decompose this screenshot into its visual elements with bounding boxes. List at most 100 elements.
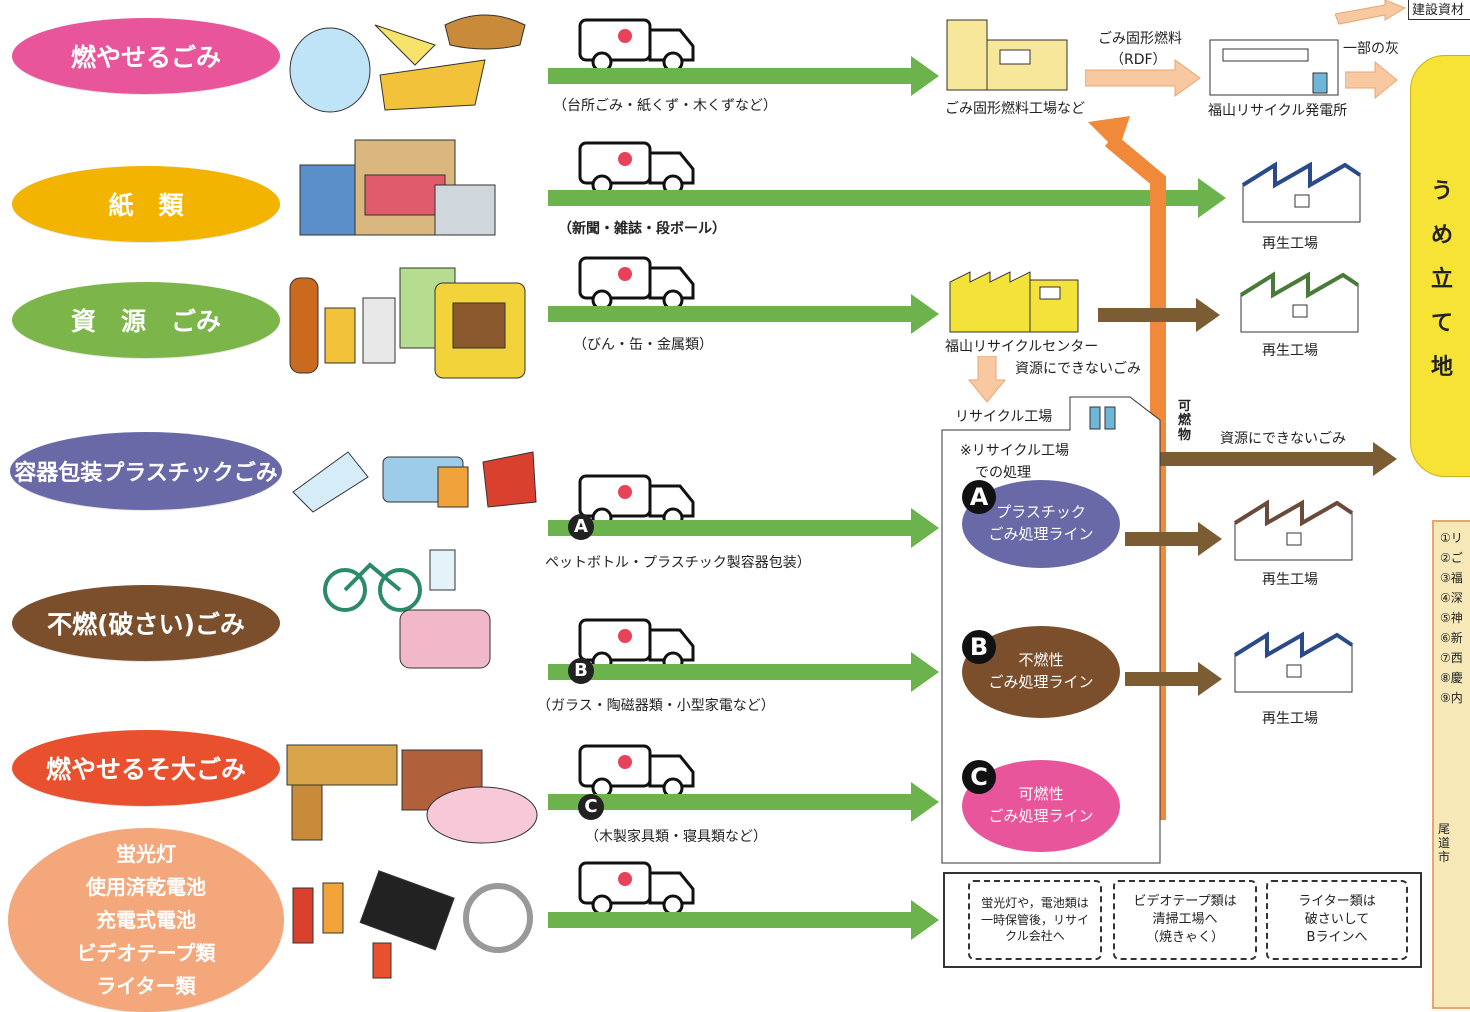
note-line: 蛍光灯や，電池類は — [981, 895, 1089, 910]
ash-label: 一部の灰 — [1343, 41, 1399, 57]
items-bulky: （木製家具類・寝具類など） — [585, 829, 767, 845]
line-label: 不燃性 — [1018, 651, 1064, 670]
rdf-label: ごみ固形燃料 — [1098, 31, 1182, 47]
landfill-label: う め 立 て 地 — [1430, 170, 1454, 390]
power-plant-label: 福山リサイクル発電所 — [1208, 103, 1348, 119]
regen-plant-building — [1241, 161, 1362, 223]
city-char: 尾 — [1438, 822, 1451, 836]
combustible-char: 可 — [1178, 399, 1192, 414]
note-line: Bラインへ — [1306, 930, 1368, 946]
combustible-label: 可 燃 物 — [1178, 399, 1194, 443]
landfill-char: 立 — [1430, 267, 1453, 292]
line-marker-b-large: B — [962, 630, 996, 664]
flow-arrow-plastic — [548, 508, 939, 548]
line-marker-b: B — [568, 658, 594, 684]
unrecyclable-label: 資源にできないごみ — [1015, 361, 1141, 377]
map-legend-item: ⑨内 — [1440, 691, 1463, 705]
line-label: ごみ処理ライン — [988, 673, 1094, 691]
rdf-arrow — [1085, 59, 1201, 97]
resource-items-illustration — [289, 267, 526, 379]
line-label: プラスチック — [996, 503, 1086, 522]
note-line: クル会社へ — [1005, 929, 1065, 944]
regen-plant-building — [1239, 271, 1360, 333]
city-char: 市 — [1438, 850, 1451, 864]
notes-container — [943, 872, 1422, 968]
regen-plant-building — [1233, 499, 1354, 561]
category-nonburnable: 不燃(破さい)ごみ — [12, 585, 280, 661]
category-plastic: 容器包装プラスチックごみ — [10, 432, 282, 510]
power-plant-building — [1209, 39, 1339, 96]
combustible-char: 物 — [1178, 427, 1192, 443]
map-panel: ①リ ②ご ③福 ④深 ⑤神 ⑥新 ⑦西 ⑧慶 ⑨内 尾 道 市 — [1432, 520, 1470, 1009]
rdf-plant-building — [946, 19, 1068, 91]
special-item: ライター類 — [96, 973, 196, 998]
bulky-items-illustration — [286, 744, 538, 844]
flow-arrow-resource — [548, 294, 939, 334]
plastic-items-illustration — [292, 451, 537, 513]
note-line: 清掃工場へ — [1152, 911, 1218, 927]
category-burnable: 燃やせるごみ — [12, 18, 280, 94]
special-items-illustration — [292, 870, 533, 979]
category-label: 紙 類 — [108, 191, 184, 220]
recycle-plant-label: リサイクル工場 — [955, 409, 1053, 425]
regen-plant-label: 再生工場 — [1262, 572, 1318, 588]
map-legend-list: ①リ ②ご ③福 ④深 ⑤神 ⑥新 ⑦西 ⑧慶 ⑨内 — [1434, 522, 1470, 708]
map-legend-item: ①リ — [1440, 531, 1463, 545]
down-arrow — [968, 356, 1006, 403]
rdf-plant-label: ごみ固形燃料工場など — [945, 101, 1085, 117]
recycle-center-building — [949, 271, 1079, 333]
map-city-label: 尾 道 市 — [1438, 822, 1452, 864]
garbage-truck-icon — [578, 141, 695, 196]
line-label: 可燃性 — [1018, 785, 1064, 804]
category-resource: 資 源 ごみ — [12, 282, 280, 358]
burnable-items-illustration — [289, 14, 526, 113]
garbage-truck-icon — [578, 744, 695, 799]
category-label: 容器包装プラスチックごみ — [14, 461, 278, 486]
flow-arrow-special — [548, 900, 939, 940]
flow-arrow-bulky — [548, 782, 939, 822]
note-line: 一時保管後，リサイ — [980, 912, 1089, 927]
map-legend-item: ⑧慶 — [1440, 671, 1463, 685]
map-legend-item: ⑥新 — [1440, 631, 1463, 645]
line-marker-c: C — [578, 794, 604, 820]
recycle-plant-note-1: ※リサイクル工場 — [960, 443, 1070, 459]
items-paper: （新聞・雑誌・段ボール） — [558, 221, 726, 237]
landfill-arrow — [1135, 442, 1397, 476]
regen-plant-label: 再生工場 — [1262, 236, 1318, 252]
category-label: 燃やせるそ大ごみ — [45, 755, 246, 784]
map-legend-item: ③福 — [1440, 571, 1463, 585]
garbage-truck-icon — [578, 256, 695, 311]
category-paper: 紙 類 — [12, 166, 280, 242]
landfill-bar — [1410, 55, 1470, 477]
construction-box: 建設資材 — [1408, 0, 1470, 20]
items-burnable: （台所ごみ・紙くず・木くずなど） — [553, 98, 777, 114]
category-label: 燃やせるごみ — [70, 43, 221, 72]
category-bulky: 燃やせるそ大ごみ — [12, 730, 280, 806]
flow-arrow-burnable — [548, 56, 939, 96]
landfill-char: て — [1430, 311, 1453, 336]
rdf-abbrev: （RDF） — [1110, 52, 1167, 68]
items-nonburnable: （ガラス・陶磁器類・小型家電など） — [537, 698, 775, 714]
items-plastic: ペットボトル・プラスチック製容器包装） — [545, 555, 811, 571]
recycle-center-label: 福山リサイクルセンター — [945, 339, 1099, 355]
category-special: 蛍光灯 使用済乾電池 充電式電池 ビデオテープ類 ライター類 — [8, 828, 284, 1012]
note-videotape: ビデオテープ類は 清掃工場へ （焼きゃく） — [1113, 880, 1257, 960]
note-line: ビデオテープ類は — [1133, 893, 1237, 909]
flow-arrow-nonburnable — [548, 652, 939, 692]
construction-arrow — [1335, 0, 1407, 25]
note-line: ライター類は — [1298, 893, 1376, 909]
line-marker-c-large: C — [962, 760, 996, 794]
note-lighter: ライター類は 破さいして Bラインへ — [1266, 880, 1408, 960]
map-legend-item: ④深 — [1440, 591, 1463, 605]
note-line: 破さいして — [1304, 911, 1370, 927]
unrecyclable-label-2: 資源にできないごみ — [1220, 431, 1346, 447]
landfill-char: め — [1430, 223, 1453, 248]
category-label: 資 源 ごみ — [70, 307, 221, 336]
line-marker-a-large: A — [962, 480, 996, 514]
special-item: 蛍光灯 — [116, 841, 176, 866]
recycle-plant-note-2: での処理 — [975, 465, 1031, 481]
to-regen-arrow — [1125, 522, 1222, 556]
nonburnable-items-illustration — [323, 549, 491, 669]
items-resource: （びん・缶・金属類） — [573, 337, 713, 353]
ash-arrow — [1345, 60, 1398, 100]
